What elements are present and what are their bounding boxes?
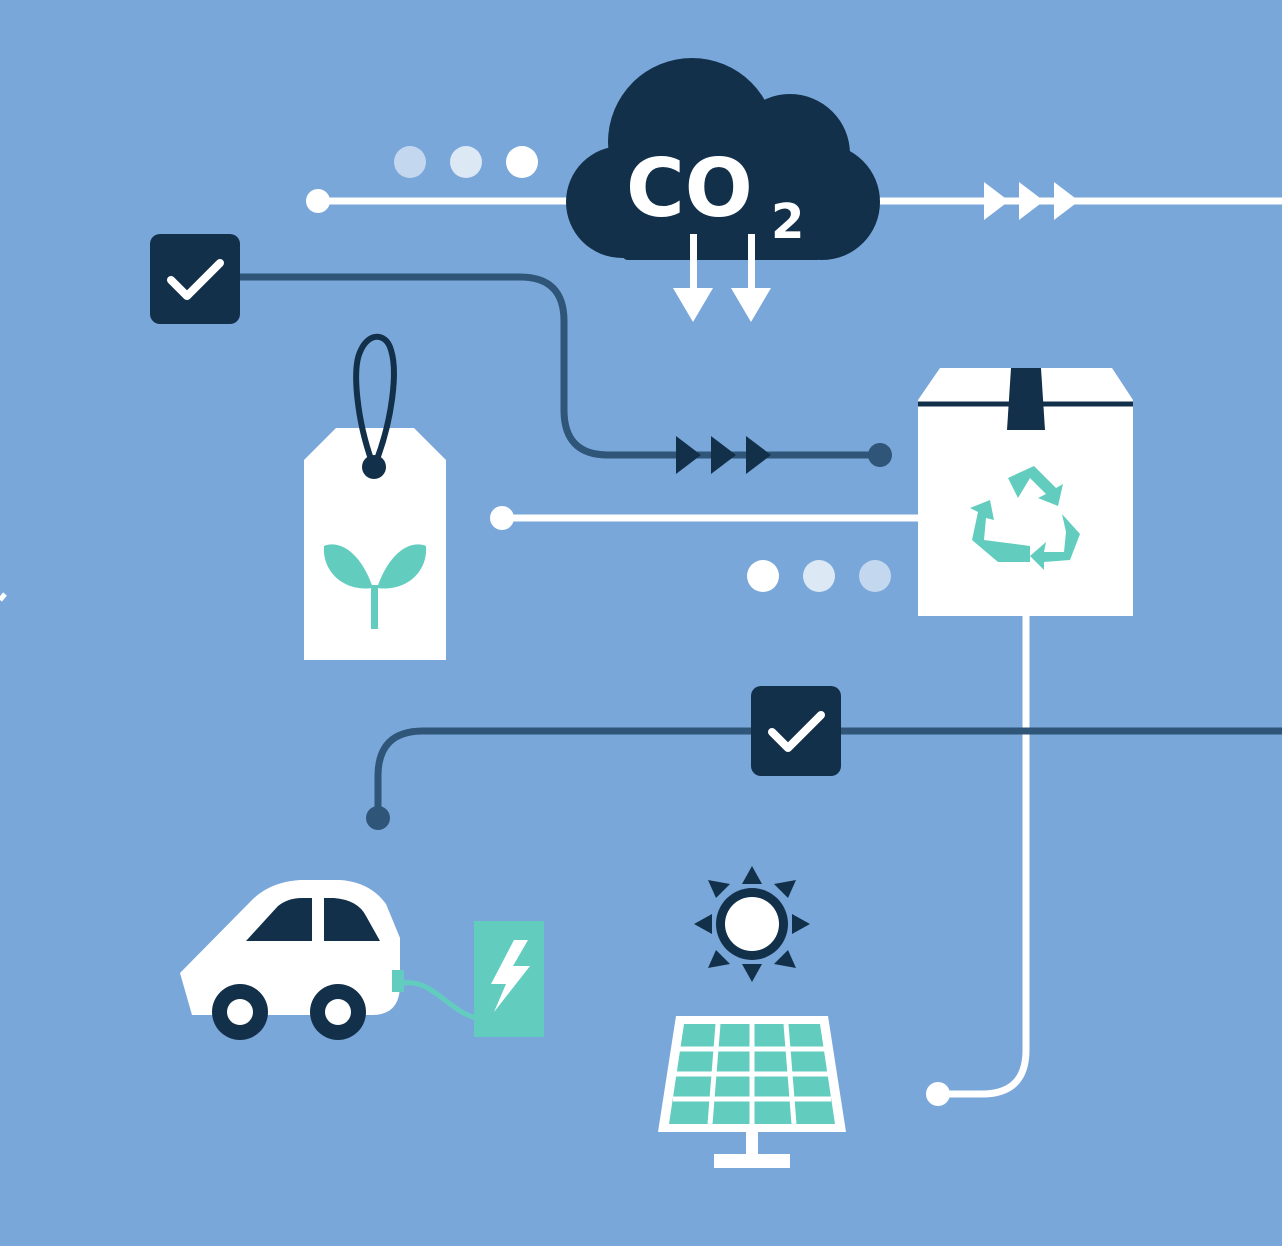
solar-panel-icon (658, 1016, 846, 1168)
co2-cloud-icon: CO 2 (566, 58, 880, 322)
line-car-to-right (374, 727, 1282, 818)
charging-cable (397, 980, 477, 1021)
dot (450, 146, 482, 178)
arrows-top-right (984, 182, 1079, 220)
line-endpoint-dot (366, 806, 390, 830)
down-arrows (673, 234, 771, 322)
wheel (310, 984, 366, 1040)
line-endpoint-dot (306, 189, 330, 213)
electric-car-icon (180, 880, 400, 1040)
wheel (212, 984, 268, 1040)
dots-middle (747, 560, 891, 592)
line-endpoint-dot (926, 1082, 950, 1106)
connector-lines (235, 189, 1282, 1106)
checkbox-icon (751, 686, 841, 776)
charging-station-icon (474, 921, 544, 1037)
dot (506, 146, 538, 178)
dot (859, 560, 891, 592)
sun-icon (694, 866, 810, 982)
arrow-chevron (746, 436, 771, 474)
checkbox-icon (150, 234, 240, 324)
eco-tag-icon (304, 333, 446, 660)
edge-fragment (0, 592, 7, 602)
arrow-chevron (1019, 182, 1044, 220)
lightning-bolt-icon (491, 940, 530, 1012)
line-endpoint-dot (868, 443, 892, 467)
dot (747, 560, 779, 592)
co2-label: CO (626, 142, 753, 235)
sprout-icon (323, 544, 427, 629)
line-checkbox-to-box (235, 273, 880, 459)
line-endpoint-dot (490, 506, 514, 530)
arrow-chevron (711, 436, 736, 474)
arrow-chevron (1054, 182, 1079, 220)
line-box-to-solar (938, 612, 1030, 1098)
arrow-chevron (984, 182, 1009, 220)
recycle-box-icon (918, 368, 1133, 616)
dots-top (394, 146, 538, 178)
arrow-chevron (676, 436, 701, 474)
co2-subscript: 2 (771, 194, 804, 250)
cable-plug (392, 970, 404, 992)
dot (394, 146, 426, 178)
recycle-symbol-icon (970, 466, 1080, 570)
arrows-middle (676, 436, 771, 474)
dot (803, 560, 835, 592)
